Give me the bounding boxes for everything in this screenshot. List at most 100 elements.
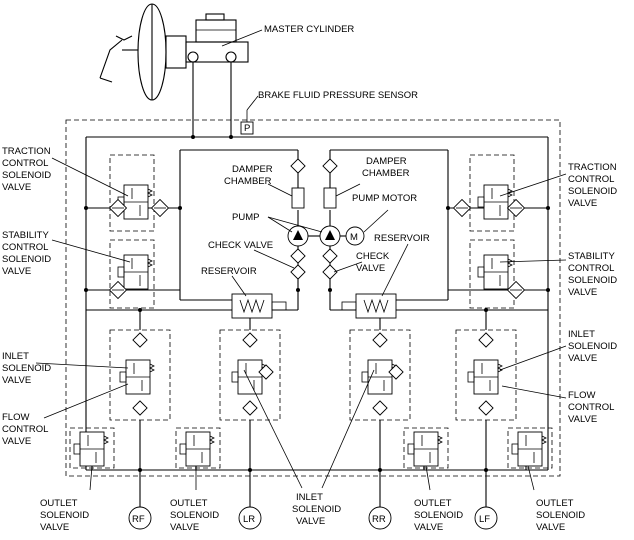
svg-text:DAMPER: DAMPER — [366, 156, 407, 167]
label-reservoir-right: RESERVOIR — [374, 233, 430, 244]
svg-text:CONTROL: CONTROL — [2, 158, 48, 169]
svg-text:VALVE: VALVE — [296, 516, 325, 527]
inlet-valve-block-rf — [109, 329, 171, 421]
svg-text:CONTROL: CONTROL — [568, 402, 614, 413]
label-flow-control-right: FLOW CONTROL VALVE — [568, 390, 614, 425]
outlet-valve-blocks — [69, 427, 553, 469]
label-stability-control-right: STABILITY CONTROL SOLENOID VALVE — [568, 251, 617, 298]
wheel-rf-label: RF — [132, 514, 145, 525]
svg-text:DAMPER: DAMPER — [232, 164, 273, 175]
svg-text:STABILITY: STABILITY — [2, 230, 49, 241]
svg-text:SOLENOID: SOLENOID — [292, 504, 341, 515]
wheel-rr: RR — [368, 506, 392, 530]
wheel-lr-label: LR — [243, 514, 255, 525]
svg-text:OUTLET: OUTLET — [414, 498, 452, 509]
label-outlet-solenoid-3: OUTLET SOLENOID VALVE — [414, 498, 463, 533]
svg-text:CONTROL: CONTROL — [568, 263, 614, 274]
hydraulic-unit-outline — [65, 119, 561, 477]
svg-text:STABILITY: STABILITY — [568, 251, 615, 262]
label-inlet-solenoid-right: INLET SOLENOID VALVE — [568, 329, 617, 364]
svg-text:TRACTION: TRACTION — [568, 162, 617, 173]
svg-text:CHAMBER: CHAMBER — [362, 168, 410, 179]
svg-text:FLOW: FLOW — [2, 412, 29, 423]
svg-text:SOLENOID: SOLENOID — [2, 363, 51, 374]
label-inlet-solenoid-left: INLET SOLENOID VALVE — [2, 351, 51, 386]
svg-text:SOLENOID: SOLENOID — [568, 275, 617, 286]
svg-text:VALVE: VALVE — [568, 414, 597, 425]
wheel-rf: RF — [128, 506, 152, 530]
svg-text:INLET: INLET — [2, 351, 29, 362]
label-stability-control-left: STABILITY CONTROL SOLENOID VALVE — [2, 230, 51, 277]
svg-text:CONTROL: CONTROL — [568, 174, 614, 185]
stability-control-valve-right — [469, 239, 525, 309]
svg-text:VALVE: VALVE — [356, 263, 385, 274]
wheel-rr-label: RR — [372, 514, 386, 525]
svg-text:VALVE: VALVE — [2, 182, 31, 193]
label-pump-motor: PUMP MOTOR — [352, 193, 417, 204]
traction-control-valve-right — [453, 154, 525, 232]
label-flow-control-left: FLOW CONTROL VALVE — [2, 412, 48, 447]
svg-text:CHECK: CHECK — [356, 251, 390, 262]
brake-fluid-pressure-sensor-label: BRAKE FLUID PRESSURE SENSOR — [258, 90, 418, 101]
svg-text:SOLENOID: SOLENOID — [568, 186, 617, 197]
reservoir-left — [231, 293, 287, 319]
damper-chambers — [290, 158, 338, 209]
svg-text:FLOW: FLOW — [568, 390, 595, 401]
svg-text:OUTLET: OUTLET — [170, 498, 208, 509]
svg-text:VALVE: VALVE — [40, 522, 69, 533]
wheel-lf: LF — [474, 506, 498, 530]
svg-text:VALVE: VALVE — [170, 522, 199, 533]
label-check-valve-left: CHECK VALVE — [208, 240, 273, 251]
label-traction-control-right: TRACTION CONTROL SOLENOID VALVE — [568, 162, 617, 209]
stability-control-valve-left — [109, 239, 155, 309]
svg-text:VALVE: VALVE — [568, 287, 597, 298]
svg-text:CONTROL: CONTROL — [2, 424, 48, 435]
svg-text:SOLENOID: SOLENOID — [40, 510, 89, 521]
svg-text:VALVE: VALVE — [568, 353, 597, 364]
svg-text:INLET: INLET — [296, 492, 323, 503]
label-damper-chamber-right: DAMPER CHAMBER — [362, 156, 410, 179]
inlet-valve-block-lf — [455, 329, 517, 421]
label-reservoir-left: RESERVOIR — [201, 266, 257, 277]
wheel-lr: LR — [238, 506, 262, 530]
reservoir-right — [341, 293, 397, 319]
inlet-valve-block-lr — [219, 329, 281, 421]
label-outlet-solenoid-4: OUTLET SOLENOID VALVE — [536, 498, 585, 533]
svg-text:INLET: INLET — [568, 329, 595, 340]
traction-control-valve-left — [109, 154, 169, 232]
pressure-sensor-symbol: P — [244, 123, 250, 134]
svg-text:SOLENOID: SOLENOID — [568, 341, 617, 352]
svg-text:SOLENOID: SOLENOID — [170, 510, 219, 521]
label-damper-chamber-left: DAMPER CHAMBER — [224, 164, 273, 187]
brake-booster-master-cylinder — [99, 3, 249, 101]
svg-text:VALVE: VALVE — [2, 375, 31, 386]
pump-motor: M — [340, 226, 365, 246]
svg-text:VALVE: VALVE — [536, 522, 565, 533]
hydraulic-lines — [85, 122, 549, 508]
inlet-valve-block-rr — [349, 329, 411, 421]
svg-text:SOLENOID: SOLENOID — [2, 254, 51, 265]
master-cylinder-label: MASTER CYLINDER — [264, 24, 354, 35]
pump — [287, 225, 341, 280]
svg-text:CHAMBER: CHAMBER — [224, 176, 272, 187]
label-traction-control-left: TRACTION CONTROL SOLENOID VALVE — [2, 146, 51, 193]
label-outlet-solenoid-1: OUTLET SOLENOID VALVE — [40, 498, 89, 533]
svg-text:CONTROL: CONTROL — [2, 242, 48, 253]
svg-text:OUTLET: OUTLET — [40, 498, 78, 509]
svg-text:SOLENOID: SOLENOID — [414, 510, 463, 521]
leader-lines — [35, 157, 567, 491]
label-check-valve-right: CHECK VALVE — [356, 251, 390, 274]
label-inlet-solenoid-center: INLET SOLENOID VALVE — [292, 492, 341, 527]
svg-text:SOLENOID: SOLENOID — [536, 510, 585, 521]
wheel-lf-label: LF — [479, 514, 490, 525]
svg-text:OUTLET: OUTLET — [536, 498, 574, 509]
svg-text:VALVE: VALVE — [568, 198, 597, 209]
svg-text:SOLENOID: SOLENOID — [2, 170, 51, 181]
svg-text:TRACTION: TRACTION — [2, 146, 51, 157]
svg-text:VALVE: VALVE — [2, 266, 31, 277]
svg-text:VALVE: VALVE — [2, 436, 31, 447]
motor-symbol: M — [350, 232, 358, 243]
label-pump: PUMP — [232, 212, 259, 223]
svg-text:VALVE: VALVE — [414, 522, 443, 533]
